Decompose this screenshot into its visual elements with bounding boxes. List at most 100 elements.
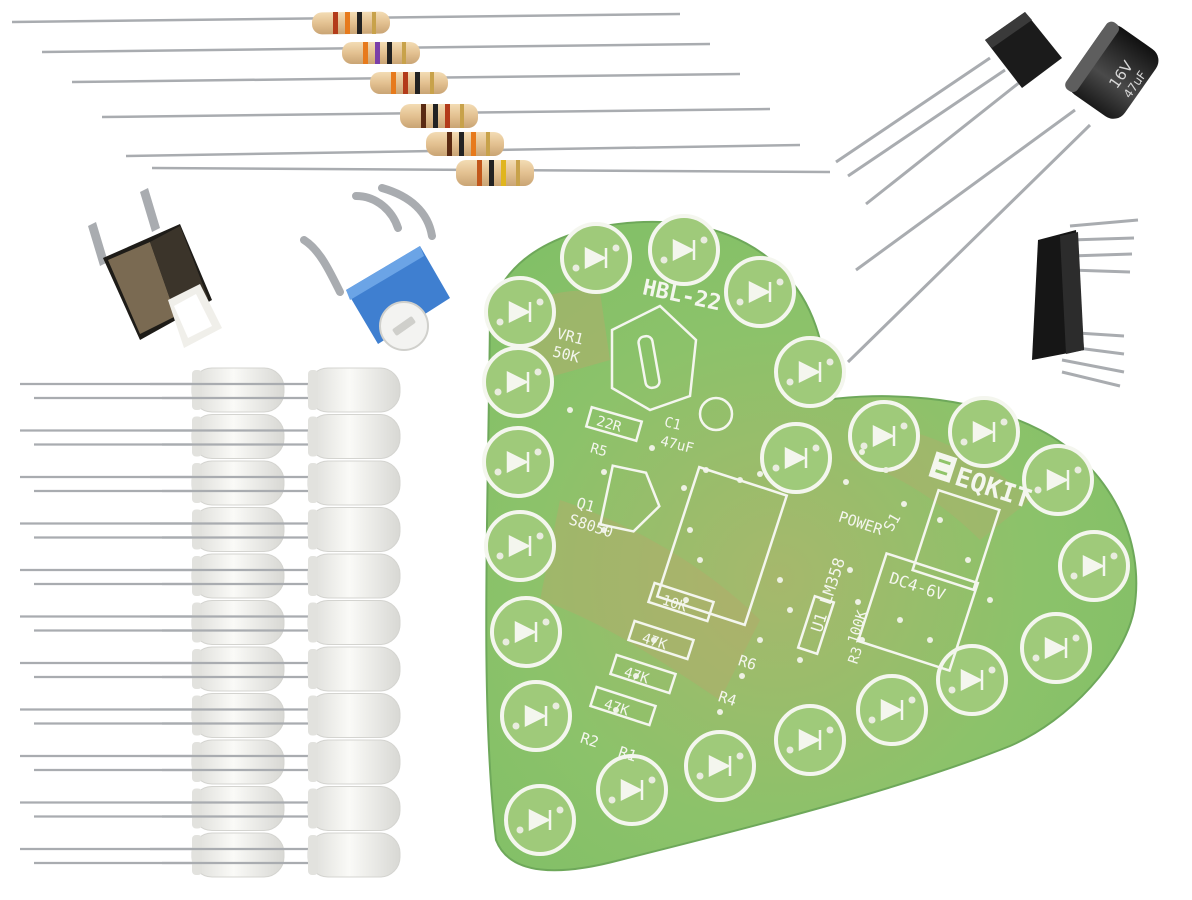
through-hole xyxy=(687,527,693,533)
through-hole xyxy=(797,657,803,663)
led-pad-4 xyxy=(724,256,796,328)
led-16 xyxy=(150,553,401,599)
led-19 xyxy=(150,693,401,738)
c1-value-label: 47uF xyxy=(659,433,696,457)
led-18 xyxy=(150,646,401,692)
through-hole xyxy=(987,597,993,603)
r6-value-label: 10K xyxy=(660,592,690,615)
led-pad-16 xyxy=(936,644,1008,716)
led-group xyxy=(20,367,401,878)
through-hole xyxy=(697,557,703,563)
led-8 xyxy=(20,693,285,738)
through-hole xyxy=(601,527,607,533)
r2-value-label: 47K xyxy=(602,696,632,719)
r6-label: R6 xyxy=(736,651,759,674)
resistor-5 xyxy=(125,132,801,158)
through-hole xyxy=(927,637,933,643)
led-17 xyxy=(150,600,401,645)
through-hole xyxy=(681,485,687,491)
through-hole xyxy=(683,597,689,603)
led-pad-10 xyxy=(500,680,572,752)
through-hole xyxy=(937,517,943,523)
resistor-3 xyxy=(71,72,741,94)
led-pad-8 xyxy=(484,510,556,582)
led-12 xyxy=(150,367,401,413)
through-hole xyxy=(883,467,889,473)
led-pad-20 xyxy=(948,396,1020,468)
led-pad-19 xyxy=(1022,444,1094,516)
transistor-s8050 xyxy=(835,12,1062,206)
resistor-4 xyxy=(101,104,771,128)
r5-label: R5 xyxy=(588,440,609,460)
led-pad-13 xyxy=(684,730,756,802)
through-hole xyxy=(613,707,619,713)
led-pad-21 xyxy=(848,400,920,472)
led-9 xyxy=(20,739,285,785)
r1-label: R1 xyxy=(616,743,639,766)
through-hole xyxy=(901,501,907,507)
led-1 xyxy=(20,367,285,413)
led-pad-2 xyxy=(560,222,632,294)
r5-value-label: 22R xyxy=(594,413,623,436)
led-pad-15 xyxy=(856,674,928,746)
through-hole xyxy=(649,445,655,451)
through-hole xyxy=(787,607,793,613)
through-hole xyxy=(847,567,853,573)
led-3 xyxy=(20,460,285,506)
led-14 xyxy=(150,460,401,506)
resistor-2 xyxy=(41,42,711,64)
pcb-through-holes xyxy=(567,407,993,715)
through-hole xyxy=(757,471,763,477)
through-hole xyxy=(859,449,865,455)
led-pad-6 xyxy=(482,346,554,418)
q1-label: Q1 xyxy=(574,494,596,516)
led-pad-17 xyxy=(1020,612,1092,684)
resistor-6 xyxy=(151,160,831,186)
through-hole xyxy=(633,673,639,679)
c1-label: C1 xyxy=(663,414,683,434)
electrolytic-capacitor: 16V 47uF xyxy=(846,21,1159,364)
through-hole xyxy=(739,673,745,679)
led-2 xyxy=(20,414,285,459)
led-pad-12 xyxy=(596,754,668,826)
resistor-group xyxy=(11,11,831,186)
led-22 xyxy=(150,832,401,878)
trimmer-potentiometer xyxy=(300,184,450,351)
through-hole xyxy=(855,599,861,605)
dc-power-jack xyxy=(1032,218,1139,388)
through-hole xyxy=(757,637,763,643)
led-5 xyxy=(20,553,285,599)
r2-label: R2 xyxy=(578,729,601,752)
led-pad-11 xyxy=(504,784,576,856)
led-pad-7 xyxy=(482,426,554,498)
through-hole xyxy=(601,469,607,475)
silkscreen-outlines xyxy=(584,304,1001,727)
heart-pcb: HBL-22 VR1 50K C1 47uF 22R R5 Q1 S8050 U… xyxy=(482,214,1138,872)
through-hole xyxy=(897,617,903,623)
r4-value-label: 47K xyxy=(640,630,670,653)
led-15 xyxy=(150,507,401,552)
r3-label: R3 xyxy=(846,645,866,666)
led-4 xyxy=(20,507,285,552)
through-hole xyxy=(567,407,573,413)
led-13 xyxy=(150,414,401,459)
led-pad-18 xyxy=(1058,530,1130,602)
through-hole xyxy=(651,637,657,643)
led-pad-9 xyxy=(490,596,562,668)
led-11 xyxy=(20,832,285,878)
resistor-1 xyxy=(11,11,681,35)
led-20 xyxy=(150,739,401,785)
r1-value-label: 47K xyxy=(622,664,652,687)
push-button-switch xyxy=(88,188,222,348)
led-pad-22 xyxy=(760,422,832,494)
led-pad-3 xyxy=(648,214,720,286)
through-hole xyxy=(717,709,723,715)
led-7 xyxy=(20,646,285,692)
led-pad-14 xyxy=(774,704,846,776)
led-10 xyxy=(20,786,285,831)
led-pad-5 xyxy=(774,336,846,408)
through-hole xyxy=(843,479,849,485)
through-hole xyxy=(965,557,971,563)
led-pad-ring xyxy=(482,214,1130,856)
